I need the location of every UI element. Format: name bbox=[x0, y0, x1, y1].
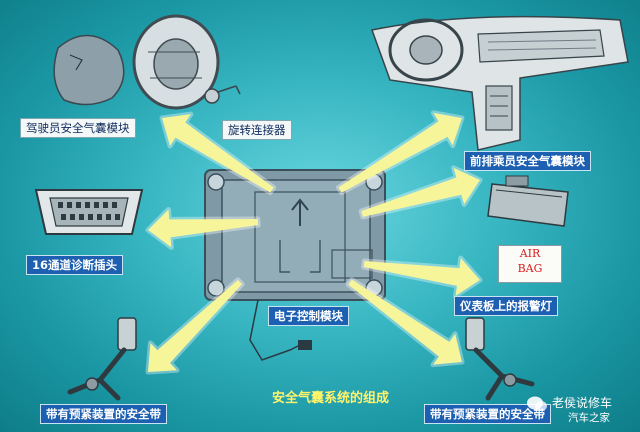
arrow-to-pretensioner-right bbox=[348, 279, 462, 365]
watermark-line1: 老侯说修车 bbox=[552, 396, 613, 410]
arrow-to-passenger-module bbox=[361, 167, 480, 217]
dashboard-illustration bbox=[371, 15, 629, 151]
arrow-to-diag-connector bbox=[148, 209, 259, 248]
label-diag-connector: 16通道诊断插头 bbox=[26, 255, 124, 275]
airbag-warning-lamp: AIR BAG bbox=[498, 245, 562, 283]
arrow-to-pretensioner-left bbox=[148, 279, 243, 372]
chat-bubble-icon bbox=[527, 396, 547, 411]
label-clock-spring: 旋转连接器 bbox=[222, 120, 292, 140]
airbag-lamp-line1: AIR bbox=[519, 247, 541, 260]
arrow-to-warning-lamp bbox=[363, 258, 480, 296]
driver-airbag-illustration bbox=[53, 14, 241, 110]
pretensioner-right-illustration bbox=[465, 317, 535, 401]
arrows bbox=[145, 110, 483, 375]
label-pretensioner-right: 带有预紧装置的安全带 bbox=[424, 404, 551, 424]
airbag-lamp-line2: BAG bbox=[517, 262, 543, 275]
pretensioner-left-illustration bbox=[67, 317, 137, 401]
label-warning-lamp: 仪表板上的报警灯 bbox=[454, 296, 558, 316]
diagnostic-connector-illustration bbox=[34, 189, 144, 235]
label-passenger-airbag: 前排乘员安全气囊模块 bbox=[464, 151, 591, 171]
diagram-title: 安全气囊系统的组成 bbox=[272, 391, 390, 406]
control-module-illustration bbox=[204, 169, 386, 361]
arrow-to-driver-airbag bbox=[162, 114, 274, 193]
label-control-module: 电子控制模块 bbox=[268, 306, 349, 326]
arrow-to-passenger-airbag bbox=[338, 112, 462, 193]
label-pretensioner-left: 带有预紧装置的安全带 bbox=[40, 404, 167, 424]
label-driver-airbag: 驾驶员安全气囊模块 bbox=[20, 118, 136, 138]
passenger-airbag-illustration bbox=[487, 175, 569, 227]
watermark: 老侯说修车 汽车之家 bbox=[524, 394, 634, 428]
watermark-line2: 汽车之家 bbox=[568, 412, 610, 424]
